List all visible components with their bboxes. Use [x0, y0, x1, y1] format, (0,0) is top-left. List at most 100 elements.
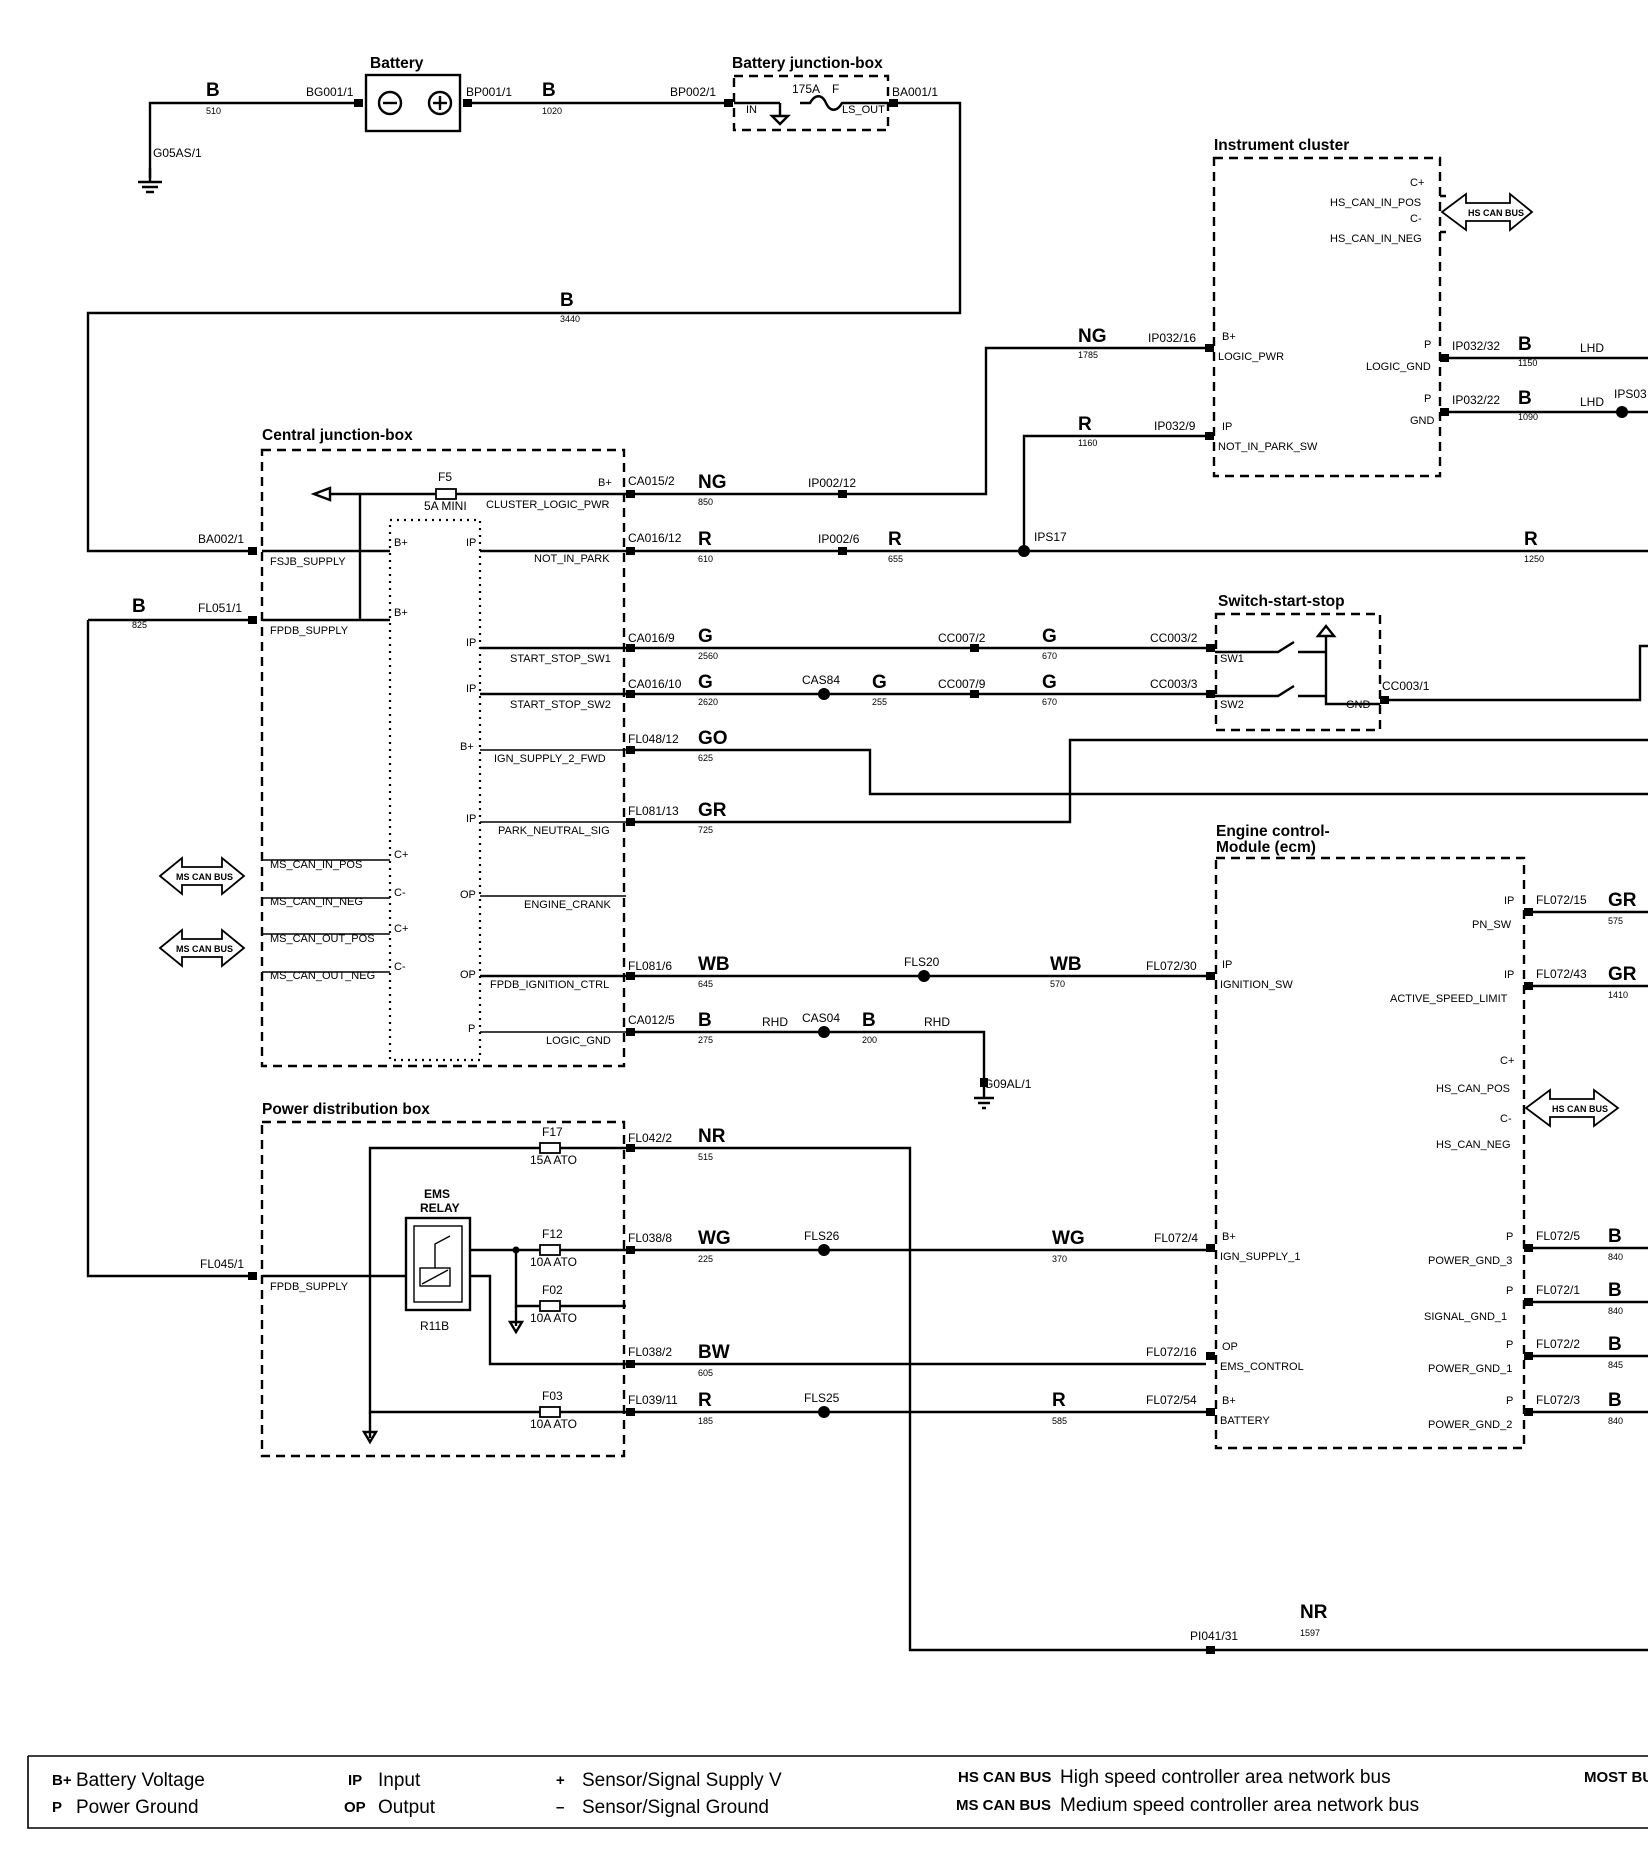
- conn-g05as-1: G05AS/1: [153, 146, 202, 160]
- ecm-title-line2: Module (ecm): [1216, 839, 1316, 856]
- svg-text:B: B: [1518, 334, 1532, 355]
- svg-text:Sensor/Signal Supply V: Sensor/Signal Supply V: [582, 1770, 782, 1791]
- svg-text:F02: F02: [542, 1283, 563, 1297]
- pin-engine-crank: ENGINE_CRANK: [524, 899, 611, 911]
- conn-fl072-43: FL072/43: [1536, 967, 1587, 981]
- pin-fpdb-supply: FPDB_SUPPLY: [270, 1281, 349, 1293]
- pin-ms-can-out-neg: MS_CAN_OUT_NEG: [270, 970, 375, 982]
- conn-fl072-16: FL072/16: [1146, 1345, 1197, 1359]
- svg-text:High speed controller area net: High speed controller area network bus: [1060, 1767, 1391, 1788]
- svg-text:B+: B+: [394, 607, 408, 619]
- conn-ca015-2: CA015/2: [628, 474, 675, 488]
- conn-bp001-1: BP001/1: [466, 85, 512, 99]
- conn-cc003-2: CC003/2: [1150, 631, 1198, 645]
- central-jb-title: Central junction-box: [262, 427, 413, 444]
- svg-text:1160: 1160: [1078, 438, 1097, 448]
- svg-text:G: G: [872, 672, 887, 693]
- conn-cas84: CAS84: [802, 673, 840, 687]
- pin-fsjb-supply: FSJB_SUPPLY: [270, 556, 346, 568]
- conn-fl081-13: FL081/13: [628, 804, 679, 818]
- conn-g09al-1: G09AL/1: [984, 1077, 1032, 1091]
- svg-text:B+: B+: [598, 477, 612, 489]
- conn-fls26: FLS26: [804, 1229, 840, 1243]
- fuse-label: F: [832, 82, 839, 96]
- splice-fls20: [918, 970, 930, 982]
- battery-title: Battery: [370, 55, 424, 72]
- instrument-cluster-title: Instrument cluster: [1214, 137, 1349, 154]
- conn-ca012-5: CA012/5: [628, 1013, 675, 1027]
- svg-text:P: P: [1506, 1395, 1513, 1407]
- ecm-title-line1: Engine control-: [1216, 823, 1330, 840]
- svg-text:R: R: [698, 529, 712, 550]
- wire-size: 3440: [560, 314, 580, 324]
- conn-fl038-8: FL038/8: [628, 1231, 672, 1245]
- svg-text:585: 585: [1052, 1416, 1067, 1426]
- svg-text:C+: C+: [1410, 177, 1424, 189]
- svg-text:185: 185: [698, 1416, 713, 1426]
- conn-fl042-2: FL042/2: [628, 1131, 672, 1145]
- svg-text:670: 670: [1042, 651, 1057, 661]
- svg-text:NR: NR: [698, 1126, 726, 1147]
- conn-fl072-4: FL072/4: [1154, 1231, 1198, 1245]
- hs-can-bus-tag: HS CAN BUS: [1524, 1088, 1620, 1128]
- svg-text:G: G: [698, 672, 713, 693]
- svg-text:RHD: RHD: [762, 1015, 788, 1029]
- svg-text:605: 605: [698, 1368, 713, 1378]
- pin-logic-gnd: LOGIC_GND: [1366, 361, 1431, 373]
- conn-fl072-3: FL072/3: [1536, 1393, 1580, 1407]
- conn-fl072-15: FL072/15: [1536, 893, 1587, 907]
- pin-start-stop-sw2: START_STOP_SW2: [510, 699, 611, 711]
- svg-text:P: P: [52, 1799, 62, 1816]
- conn-ca016-12: CA016/12: [628, 531, 682, 545]
- svg-text:850: 850: [698, 497, 713, 507]
- svg-text:G: G: [1042, 626, 1057, 647]
- svg-text:MS CAN BUS: MS CAN BUS: [956, 1797, 1051, 1814]
- switch-start-stop: Switch-start-stop SW1 SW2 GND CC003/1: [1214, 593, 1648, 732]
- svg-text:610: 610: [698, 554, 713, 564]
- pin-not-in-park-sw: NOT_IN_PARK_SW: [1218, 441, 1318, 453]
- battery-section: Battery G05AS/1 B 510 BG001/1 BP001/1 B …: [138, 55, 724, 194]
- pin-cluster-logic-pwr: CLUSTER_LOGIC_PWR: [486, 499, 610, 511]
- svg-text:R: R: [1052, 1390, 1066, 1411]
- svg-text:Sensor/Signal Ground: Sensor/Signal Ground: [582, 1797, 769, 1818]
- conn-fl039-11: FL039/11: [628, 1393, 678, 1407]
- conn-fl072-30: FL072/30: [1146, 959, 1197, 973]
- instrument-cluster: Instrument cluster C+ HS_CAN_IN_POS C- H…: [626, 137, 1648, 548]
- svg-text:2620: 2620: [698, 697, 718, 707]
- ems-relay: EMS RELAY R11B: [404, 1187, 472, 1333]
- svg-text:10A ATO: 10A ATO: [530, 1417, 577, 1431]
- central-junction-box: Central junction-box F5 5A MINI B+ CLUST…: [88, 427, 626, 1068]
- svg-text:IP: IP: [466, 683, 476, 695]
- battery-positive-icon: [427, 90, 453, 116]
- svg-text:5A MINI: 5A MINI: [424, 499, 467, 513]
- svg-text:C-: C-: [394, 887, 406, 899]
- pin-ms-can-out-pos: MS_CAN_OUT_POS: [270, 933, 375, 945]
- conn-bg001-1: BG001/1: [306, 85, 354, 99]
- svg-text:LHD: LHD: [1580, 395, 1604, 409]
- conn-cc003-1: CC003/1: [1382, 679, 1430, 693]
- conn-pi041-31: PI041/31: [1190, 1629, 1238, 1643]
- svg-text:MS CAN BUS: MS CAN BUS: [176, 872, 233, 882]
- svg-text:MS CAN BUS: MS CAN BUS: [176, 944, 233, 954]
- svg-text:OP: OP: [1222, 1341, 1238, 1353]
- svg-text:R: R: [888, 529, 902, 550]
- svg-text:OP: OP: [344, 1799, 366, 1816]
- pin-ignition-sw: IGNITION_SW: [1220, 979, 1293, 991]
- svg-text:F03: F03: [542, 1389, 563, 1403]
- svg-text:B+: B+: [460, 741, 474, 753]
- svg-text:Medium speed controller area n: Medium speed controller area network bus: [1060, 1795, 1419, 1816]
- svg-text:F5: F5: [438, 470, 452, 484]
- conn-cc003-3: CC003/3: [1150, 677, 1198, 691]
- svg-text:1250: 1250: [1524, 554, 1544, 564]
- pin-hs-can-pos: HS_CAN_POS: [1436, 1083, 1510, 1095]
- svg-text:GO: GO: [698, 728, 728, 749]
- svg-text:P: P: [1424, 339, 1431, 351]
- svg-text:255: 255: [872, 697, 887, 707]
- pin-ems-control: EMS_CONTROL: [1220, 1361, 1304, 1373]
- svg-text:B: B: [1608, 1390, 1622, 1411]
- splice-fls26: [818, 1244, 830, 1256]
- svg-text:IP: IP: [466, 813, 476, 825]
- pin-power-gnd-3: POWER_GND_3: [1428, 1255, 1512, 1267]
- pin-ign-supply-2-fwd: IGN_SUPPLY_2_FWD: [494, 753, 606, 765]
